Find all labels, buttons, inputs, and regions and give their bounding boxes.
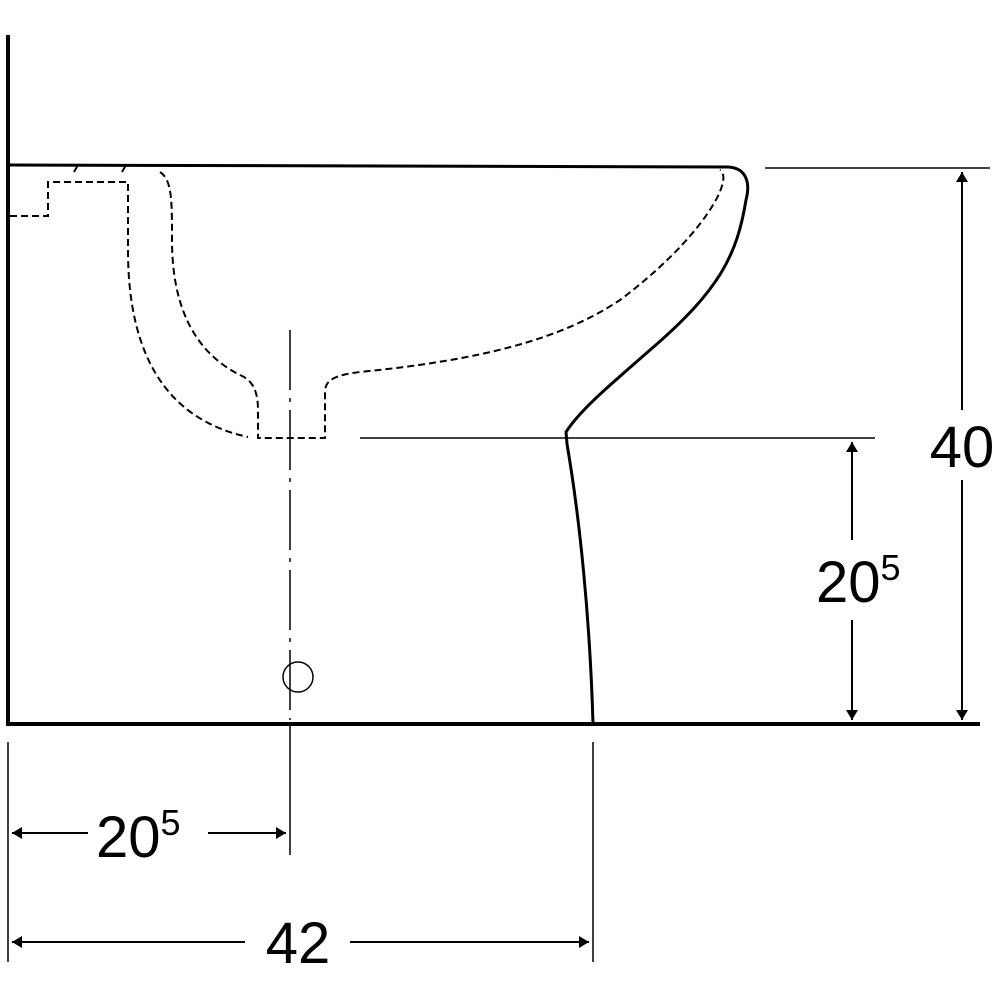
outlet-circle-icon [282, 661, 314, 693]
outlet-distance-label-bg [88, 800, 208, 868]
toilet-outline [7, 163, 750, 725]
total-depth-label-bg [245, 905, 350, 975]
extension-lines [7, 167, 990, 962]
outlet-distance-label: 205 [96, 802, 181, 870]
outlet-height-label: 205 [816, 547, 901, 615]
hidden-contours [10, 164, 725, 439]
total-height-label: 40 [930, 415, 995, 480]
outlet-height-label-bg [812, 540, 922, 620]
total-depth-label: 42 [266, 911, 331, 976]
total-height-label-bg [915, 410, 1000, 480]
